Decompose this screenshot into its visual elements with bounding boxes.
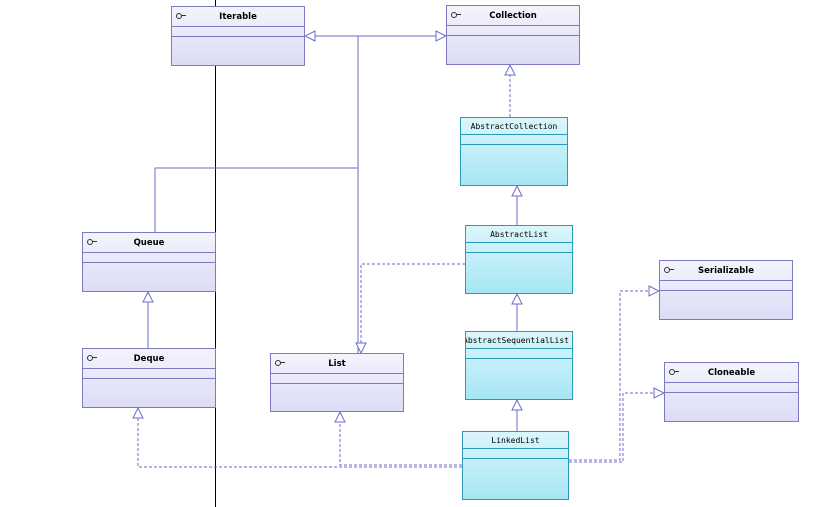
abstract-sequential-list-label: AbstractSequentialList (466, 335, 569, 345)
iterable-label: Iterable (219, 11, 257, 22)
deque-node[interactable]: Deque (82, 348, 216, 408)
serializable-node[interactable]: Serializable (659, 260, 793, 320)
queue-label: Queue (133, 237, 165, 248)
interface-icon (275, 359, 285, 367)
list-label: List (328, 358, 346, 369)
interface-icon (451, 11, 461, 19)
edge-linkedlist-deque (138, 408, 462, 468)
collection-label: Collection (489, 10, 537, 21)
interface-icon (664, 266, 674, 274)
iterable-node[interactable]: Iterable (171, 6, 305, 66)
interface-icon (176, 12, 186, 20)
list-node[interactable]: List (270, 353, 404, 412)
collection-node[interactable]: Collection (446, 5, 580, 65)
abstract-collection-node[interactable]: AbstractCollection (460, 117, 568, 186)
cloneable-label: Cloneable (707, 367, 756, 378)
linked-list-node[interactable]: LinkedList (462, 431, 569, 500)
interface-icon (87, 238, 97, 246)
cloneable-node[interactable]: Cloneable (664, 362, 799, 422)
queue-node[interactable]: Queue (82, 232, 216, 292)
abstract-sequential-list-node[interactable]: AbstractSequentialList (465, 331, 573, 400)
interface-icon (669, 368, 679, 376)
abstract-collection-label: AbstractCollection (470, 121, 558, 131)
abstract-list-label: AbstractList (490, 229, 548, 239)
edge-abstractlist-list (361, 263, 465, 353)
linked-list-label: LinkedList (491, 435, 540, 445)
edge-linkedlist-cloneable (569, 393, 664, 463)
deque-label: Deque (133, 353, 165, 364)
interface-icon (87, 354, 97, 362)
edge-linkedlist-list (340, 412, 462, 466)
edge-linkedlist-serializable (569, 291, 659, 461)
serializable-label: Serializable (697, 265, 754, 276)
abstract-list-node[interactable]: AbstractList (465, 225, 573, 294)
